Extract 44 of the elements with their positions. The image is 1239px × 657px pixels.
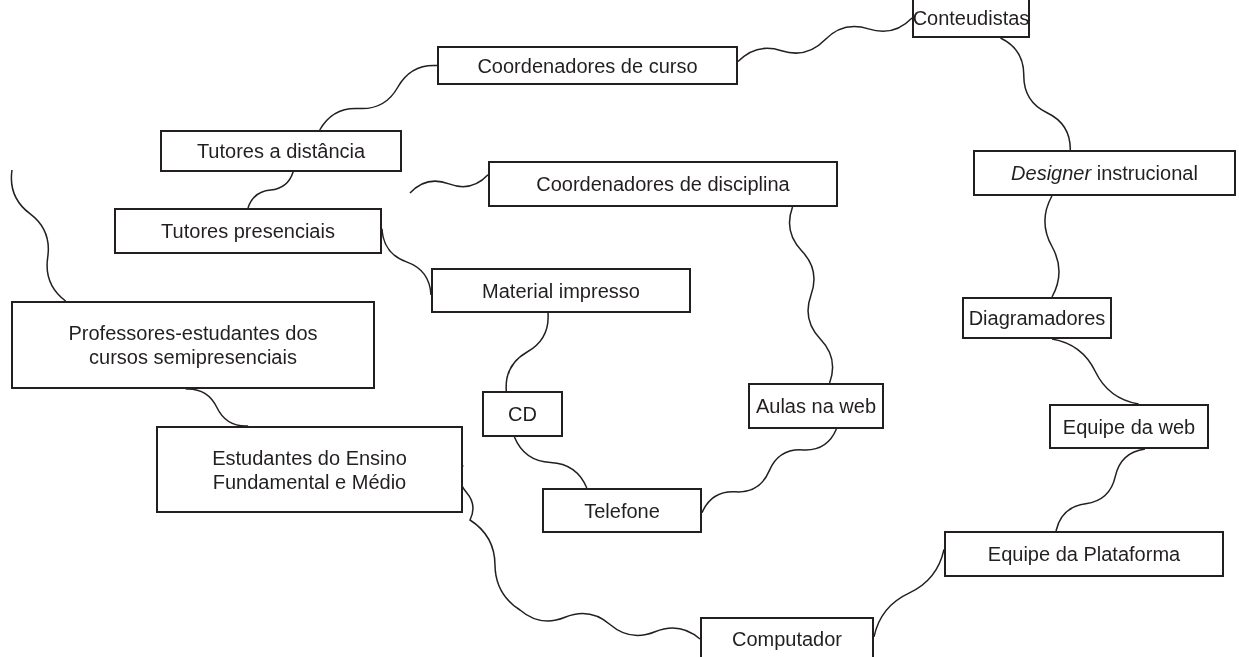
wavy-connector	[1055, 448, 1146, 532]
node-label: Material impresso	[481, 278, 641, 303]
text-box	[1049, 404, 1209, 449]
wavy-connector	[1051, 338, 1140, 405]
node-label: Estudantes do Ensino Fundamental e Médio	[211, 445, 408, 494]
wavy-connector	[513, 436, 588, 489]
text-box	[962, 297, 1112, 339]
text-box	[700, 617, 874, 657]
wavy-connector	[318, 64, 438, 131]
text-box	[160, 130, 402, 172]
wavy-connector	[737, 17, 913, 63]
text-box	[912, 0, 1030, 38]
node-label: Tutores a distância	[195, 139, 367, 163]
node-label: Computador	[730, 627, 844, 651]
wavy-connector	[788, 206, 834, 384]
node-label: Coordenadores de disciplina	[535, 172, 791, 196]
wavy-connector	[505, 312, 549, 392]
wavy-connector	[247, 171, 294, 209]
text-box	[748, 383, 884, 429]
node-label: CD	[507, 402, 538, 426]
text-box	[488, 161, 838, 207]
text-box	[973, 150, 1236, 196]
node-label: Telefone	[583, 498, 661, 523]
node-label: Professores-estudantes dos cursos semipresenciais	[67, 321, 319, 369]
node-label: Tutores presenciais	[160, 219, 336, 243]
wavy-connector	[409, 174, 489, 194]
wavy-connector	[1044, 195, 1060, 298]
text-box	[944, 531, 1224, 577]
node-label: Coordenadores de curso	[476, 53, 699, 78]
node-label: Aulas na web	[754, 394, 878, 418]
node-label: Equipe da web	[1061, 414, 1197, 439]
node-label: Diagramadores	[967, 306, 1107, 330]
text-box	[114, 208, 382, 254]
text-box	[437, 46, 738, 85]
node-label: Conteudistas	[911, 6, 1031, 30]
node-label: Designer instrucional	[1010, 161, 1199, 185]
text-box	[542, 488, 702, 533]
node-label: Equipe da Plataforma	[986, 542, 1182, 566]
wavy-connector	[10, 169, 67, 302]
text-box	[156, 426, 463, 513]
text-box	[482, 391, 563, 437]
text-box	[11, 301, 375, 389]
wavy-connector	[999, 37, 1072, 151]
text-box	[431, 268, 691, 313]
